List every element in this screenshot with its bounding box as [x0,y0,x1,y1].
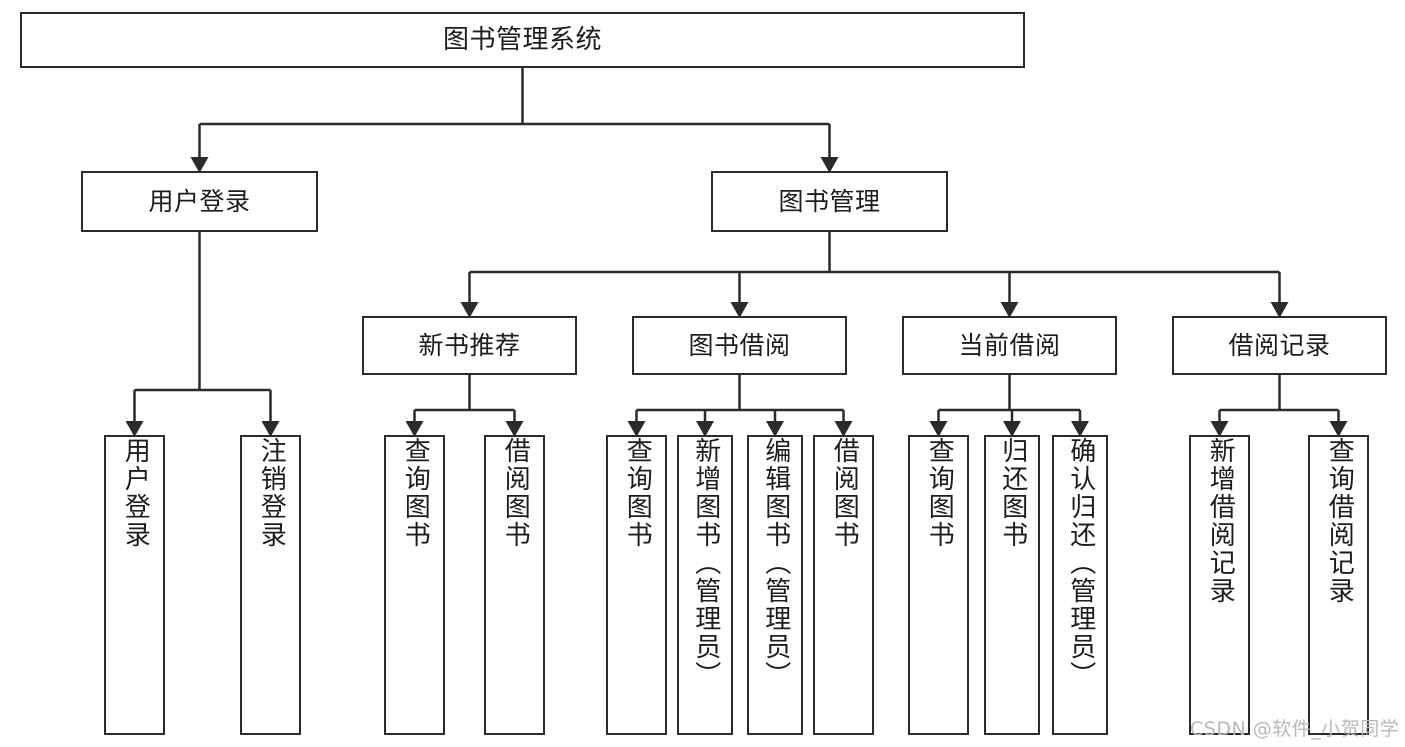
node-leaf-edit-book-label: 编辑图书（管理员） [760,437,791,689]
node-leaf-return-book-label: 归还图书 [997,437,1028,549]
node-leaf-query-book-2[interactable]: 查询图书 [606,435,667,735]
node-leaf-add-record-label: 新增借阅记录 [1205,437,1236,605]
node-new-book-recommend[interactable]: 新书推荐 [362,316,577,375]
node-root-label: 图书管理系统 [442,24,602,55]
node-leaf-user-login-label: 用户登录 [120,437,151,549]
node-book-manage[interactable]: 图书管理 [711,171,948,232]
node-leaf-add-book-label: 新增图书（管理员） [690,437,721,689]
node-user-login-label: 用户登录 [148,186,251,216]
node-leaf-confirm-return[interactable]: 确认归还（管理员） [1052,435,1108,735]
csdn-watermark: CSDN @软件_小贺同学 [1190,718,1400,740]
node-leaf-add-book[interactable]: 新增图书（管理员） [677,435,733,735]
node-leaf-query-record[interactable]: 查询借阅记录 [1308,435,1369,735]
node-leaf-return-book[interactable]: 归还图书 [984,435,1040,735]
node-book-borrow-label: 图书借阅 [688,330,791,360]
node-leaf-borrow-book-2-label: 借阅图书 [829,437,860,549]
node-current-borrow[interactable]: 当前借阅 [902,316,1117,375]
node-leaf-query-book-3-label: 查询图书 [924,437,955,549]
node-leaf-confirm-return-label: 确认归还（管理员） [1065,437,1096,689]
node-leaf-borrow-book-1-label: 借阅图书 [500,437,531,549]
node-leaf-user-login[interactable]: 用户登录 [104,435,165,735]
node-leaf-logout[interactable]: 注销登录 [240,435,301,735]
node-borrow-record[interactable]: 借阅记录 [1172,316,1387,375]
node-leaf-add-record[interactable]: 新增借阅记录 [1189,435,1250,735]
node-leaf-query-record-label: 查询借阅记录 [1324,437,1355,605]
node-leaf-query-book-2-label: 查询图书 [622,437,653,549]
node-root[interactable]: 图书管理系统 [20,12,1025,68]
node-leaf-edit-book[interactable]: 编辑图书（管理员） [747,435,803,735]
node-leaf-borrow-book-1[interactable]: 借阅图书 [484,435,545,735]
node-leaf-logout-label: 注销登录 [256,437,287,549]
node-borrow-record-label: 借阅记录 [1228,330,1331,360]
node-leaf-borrow-book-2[interactable]: 借阅图书 [813,435,874,735]
node-leaf-query-book-1-label: 查询图书 [400,437,431,549]
node-book-borrow[interactable]: 图书借阅 [632,316,847,375]
node-current-borrow-label: 当前借阅 [958,330,1061,360]
node-leaf-query-book-3[interactable]: 查询图书 [908,435,969,735]
node-book-manage-label: 图书管理 [778,186,881,216]
node-user-login[interactable]: 用户登录 [81,171,318,232]
node-new-book-recommend-label: 新书推荐 [418,330,521,360]
node-leaf-query-book-1[interactable]: 查询图书 [384,435,445,735]
